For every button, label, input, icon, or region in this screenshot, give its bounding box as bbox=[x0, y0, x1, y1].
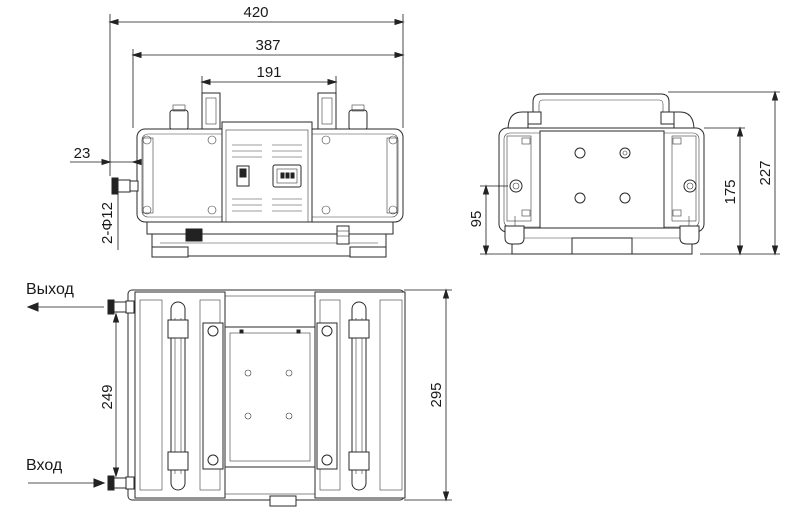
fitting-left-front bbox=[111, 177, 139, 195]
dim-fitting-offset: 23 bbox=[74, 145, 91, 162]
front-nut-right bbox=[348, 104, 368, 131]
inlet-arrow-icon bbox=[28, 478, 106, 488]
side-view: 227 175 95 bbox=[468, 90, 780, 256]
dim-fitting-spacing: 249 bbox=[99, 384, 116, 409]
outlet-arrow-icon bbox=[26, 302, 104, 312]
power-switch-icon bbox=[236, 165, 250, 187]
top-view: Выход Вход 249 295 bbox=[26, 281, 452, 507]
outlet-label: Выход bbox=[26, 281, 75, 298]
power-socket-icon bbox=[272, 164, 302, 188]
front-nut-left bbox=[169, 104, 189, 131]
inlet-label: Вход bbox=[26, 457, 63, 474]
dim-length-total: 295 bbox=[428, 382, 445, 407]
dim-height-body: 175 bbox=[722, 179, 739, 204]
inlet-fitting bbox=[107, 475, 135, 491]
dim-height-fitting: 95 bbox=[468, 211, 485, 228]
dim-height-total: 227 bbox=[757, 160, 774, 185]
dim-width-body: 387 bbox=[255, 37, 280, 54]
outlet-fitting bbox=[107, 299, 135, 315]
dim-fitting-spec: 2-Φ12 bbox=[99, 202, 116, 244]
dim-switch-block: 191 bbox=[256, 64, 281, 81]
front-view: 420 387 191 23 2-Φ12 bbox=[70, 4, 405, 258]
dim-width-total: 420 bbox=[243, 4, 268, 21]
